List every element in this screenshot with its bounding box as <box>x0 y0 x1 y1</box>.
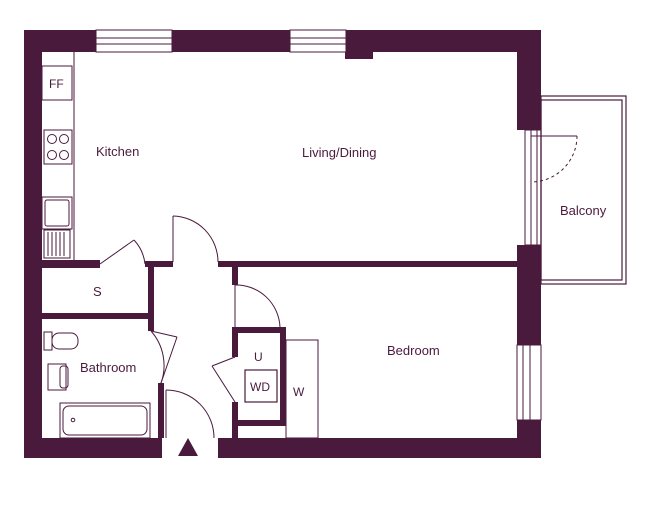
right-openings <box>516 129 542 421</box>
window-top-1 <box>95 29 173 53</box>
fridge-freezer <box>41 65 73 101</box>
kitchen-units <box>41 52 75 260</box>
wall-storage-bottom <box>42 313 154 319</box>
living-door[interactable] <box>172 215 219 263</box>
wall-right-upper <box>517 30 541 130</box>
room-label-kitchen: Kitchen <box>96 144 139 159</box>
wall-cupboard-bottom <box>232 420 286 426</box>
wardrobe <box>285 339 319 439</box>
washer-dryer <box>244 369 278 403</box>
sink-icon <box>41 196 73 230</box>
wall-cupboard-left <box>232 327 238 357</box>
bathroom-fixtures <box>43 331 151 439</box>
toilet-icon <box>43 331 79 351</box>
balcony-door[interactable] <box>530 135 578 183</box>
wall-right-mid <box>517 245 541 345</box>
doors <box>99 215 281 439</box>
room-label-storage: S <box>93 284 102 299</box>
wall-storage-right <box>148 261 154 317</box>
storage-door[interactable] <box>99 239 146 265</box>
hob-icon <box>43 129 73 165</box>
label-wardrobe: W <box>293 385 305 399</box>
label-utility: U <box>254 350 263 364</box>
wall-bath-right-lower <box>158 383 164 438</box>
bathtub-icon <box>59 402 151 439</box>
top-windows <box>95 29 347 53</box>
entrance-door[interactable] <box>165 389 215 439</box>
bathroom-door[interactable] <box>150 330 178 384</box>
entrance-arrow-icon <box>178 438 198 456</box>
wall-notch <box>345 50 373 59</box>
wall-cupboard-right <box>280 327 286 426</box>
balcony-outline <box>540 95 627 285</box>
wall-cupboard-top <box>232 327 286 333</box>
window-top-2 <box>289 29 347 53</box>
wall-living-bedroom <box>218 261 517 267</box>
drainer-icon <box>43 229 71 259</box>
wall-hall-bedroom <box>232 261 238 285</box>
interior-walls <box>42 260 517 438</box>
wall-bottom-right <box>218 438 541 458</box>
wall-kitchen-lower <box>42 260 100 268</box>
room-label-living-dining: Living/Dining <box>302 145 376 160</box>
wall-left <box>24 30 42 458</box>
bedroom-door[interactable] <box>234 284 281 328</box>
basin-icon <box>47 363 69 391</box>
wall-bath-right <box>148 313 154 331</box>
label-washer-dryer: WD <box>250 380 270 394</box>
room-label-bathroom: Bathroom <box>80 360 136 375</box>
room-label-balcony: Balcony <box>560 203 607 218</box>
wall-bottom-left <box>24 438 162 458</box>
balcony-door-frame <box>524 129 542 246</box>
cupboard-door[interactable] <box>211 356 236 403</box>
room-label-bedroom: Bedroom <box>387 343 440 358</box>
label-fridge-freezer: FF <box>49 77 64 91</box>
wall-storage-stub <box>145 261 173 267</box>
bedroom-window <box>516 344 542 421</box>
